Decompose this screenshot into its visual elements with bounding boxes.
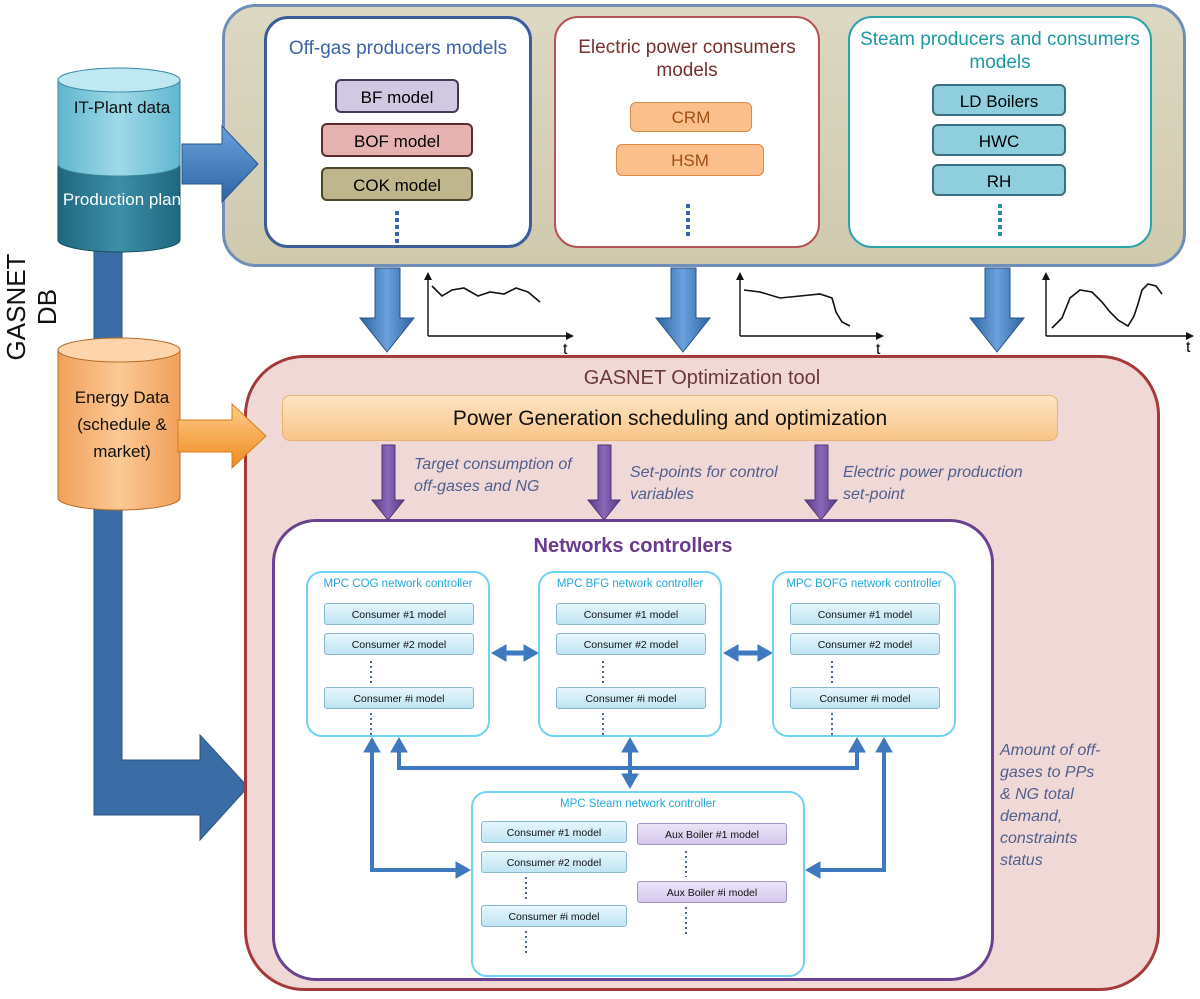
consumer-model: Consumer #i model xyxy=(556,687,706,709)
more-consumers-dots-icon xyxy=(831,713,833,735)
energy-db xyxy=(57,337,181,511)
target-consumption-annotation: Target consumption of off-gases and NG xyxy=(414,456,572,495)
more-aux-boilers-dots-icon xyxy=(685,907,687,935)
mpc-bofg-controller: MPC BOFG network controller Consumer #1 … xyxy=(772,571,956,737)
consumer-model: Consumer #i model xyxy=(324,687,474,709)
consumer-model: Consumer #1 model xyxy=(481,821,627,843)
mpc-steam-title: MPC Steam network controller xyxy=(560,798,716,810)
consumer-model: Consumer #2 model xyxy=(481,851,627,873)
consumer-model: Consumer #2 model xyxy=(556,633,706,655)
consumer-model: Consumer #1 model xyxy=(790,603,940,625)
consumer-model: Consumer #2 model xyxy=(790,633,940,655)
more-models-dots-icon xyxy=(686,204,690,238)
consumer-model: Consumer #i model xyxy=(790,687,940,709)
consumer-model: Consumer #2 model xyxy=(324,633,474,655)
mpc-bfg-title: MPC BFG network controller xyxy=(556,578,704,590)
production-plan-label: Production plan xyxy=(62,190,182,209)
mpc-cog-controller: MPC COG network controller Consumer #1 m… xyxy=(306,571,490,737)
more-consumers-dots-icon xyxy=(525,931,527,955)
electric-consumers-box: Electric power consumers models CRM HSM xyxy=(554,16,820,248)
bof-model: BOF model xyxy=(321,123,473,157)
hwc-model: HWC xyxy=(932,124,1066,156)
mpc-cog-title: MPC COG network controller xyxy=(323,578,473,590)
consumer-model: Consumer #1 model xyxy=(324,603,474,625)
electric-setpoint-annotation: Electric power production set-point xyxy=(843,464,1023,503)
electric-consumers-title: Electric power consumers models xyxy=(578,37,796,81)
more-consumers-dots-icon xyxy=(370,661,372,683)
consumer-model: Consumer #i model xyxy=(481,905,627,927)
energy-data-label: Energy Data (schedule & market) xyxy=(74,388,170,461)
hsm-model: HSM xyxy=(616,144,764,176)
more-aux-boilers-dots-icon xyxy=(685,851,687,877)
mpc-bfg-controller: MPC BFG network controller Consumer #1 m… xyxy=(538,571,722,737)
rh-model: RH xyxy=(932,164,1066,196)
networks-controllers-title: Networks controllers xyxy=(533,535,733,557)
more-consumers-dots-icon xyxy=(602,713,604,735)
gasnet-db-label: GASNET DB xyxy=(1,253,62,361)
mpc-bofg-title: MPC BOFG network controller xyxy=(786,578,942,590)
more-consumers-dots-icon xyxy=(525,877,527,901)
feedback-annotation: Amount of off-gases to PPs & NG total de… xyxy=(1000,742,1101,869)
more-consumers-dots-icon xyxy=(831,661,833,683)
ld-boilers-model: LD Boilers xyxy=(932,84,1066,116)
power-generation-scheduling: Power Generation scheduling and optimiza… xyxy=(282,395,1058,441)
it-plant-data-label: IT-Plant data xyxy=(73,98,171,117)
setpoints-annotation: Set-points for control variables xyxy=(630,464,778,503)
bf-model: BF model xyxy=(335,79,459,113)
steam-models-box: Steam producers and consumers models LD … xyxy=(848,16,1152,248)
offgas-producers-box: Off-gas producers models BF model BOF mo… xyxy=(264,16,532,248)
steam-models-title: Steam producers and consumers models xyxy=(860,29,1140,73)
crm-model: CRM xyxy=(630,102,752,132)
optimization-tool-title: GASNET Optimization tool xyxy=(583,367,821,389)
more-models-dots-icon xyxy=(395,211,399,245)
mpc-steam-controller: MPC Steam network controller Consumer #1… xyxy=(471,791,805,977)
cok-model: COK model xyxy=(321,167,473,201)
it-plant-production-db xyxy=(57,67,181,253)
consumer-model: Consumer #1 model xyxy=(556,603,706,625)
more-models-dots-icon xyxy=(998,204,1002,238)
aux-boiler-model: Aux Boiler #1 model xyxy=(637,823,787,845)
offgas-producers-title: Off-gas producers models xyxy=(288,38,508,59)
more-consumers-dots-icon xyxy=(602,661,604,683)
more-consumers-dots-icon xyxy=(370,713,372,735)
aux-boiler-model: Aux Boiler #i model xyxy=(637,881,787,903)
